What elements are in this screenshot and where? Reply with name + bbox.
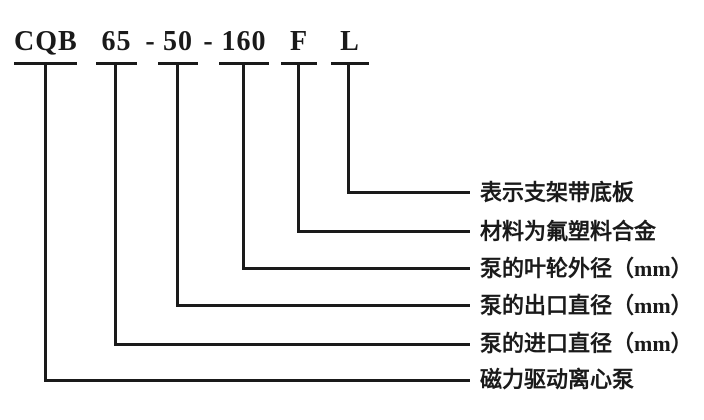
connector-line-cqb [44, 64, 470, 382]
code-segment-impeller-diameter: 160 [219, 22, 269, 65]
meaning-label-bracket: 表示支架带底板 [480, 180, 635, 205]
code-separator-hyphen: - [203, 26, 213, 57]
meaning-label-inlet-diameter: 泵的进口直径（mm） [480, 331, 693, 356]
code-segment-inlet-diameter: 65 [96, 22, 137, 65]
code-segment-material: F [281, 22, 317, 65]
connector-line-impeller-diameter [242, 64, 470, 270]
connector-line-outlet-diameter [176, 64, 470, 307]
code-segment-cqb: CQB [14, 22, 77, 65]
code-segment-outlet-diameter: 50 [158, 22, 198, 65]
meaning-label-impeller-diameter: 泵的叶轮外径（mm） [480, 256, 693, 281]
meaning-label-material: 材料为氟塑料合金 [480, 219, 657, 244]
connector-line-material [297, 64, 470, 233]
meaning-label-cqb: 磁力驱动离心泵 [480, 367, 635, 392]
code-segment-bracket: L [331, 22, 369, 65]
code-separator-hyphen: - [145, 26, 155, 57]
connector-line-inlet-diameter [114, 64, 470, 346]
connector-line-bracket [347, 64, 470, 194]
meaning-label-outlet-diameter: 泵的出口直径（mm） [480, 293, 693, 318]
